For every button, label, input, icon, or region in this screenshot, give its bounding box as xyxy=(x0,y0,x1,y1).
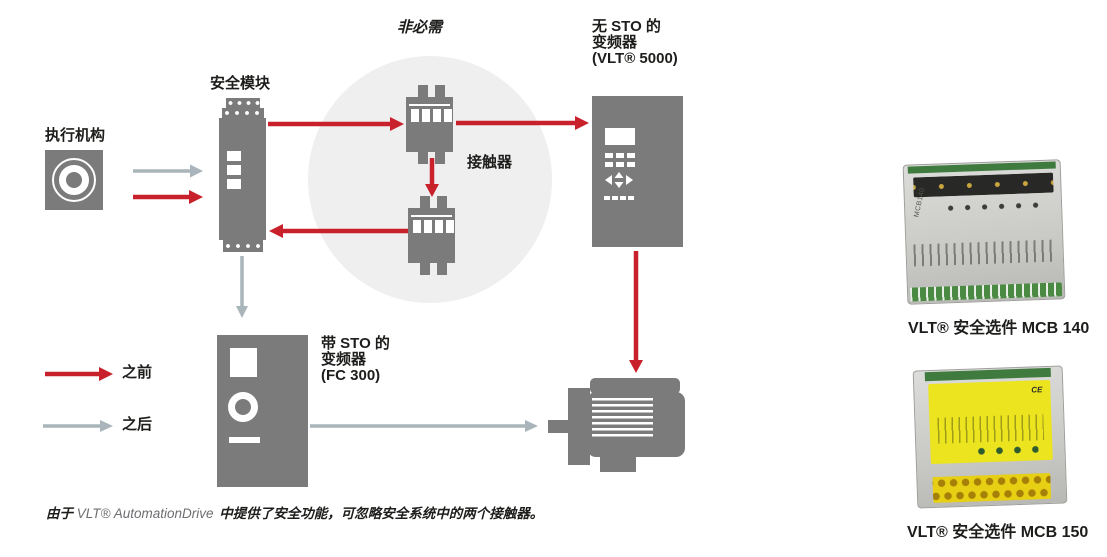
contactor-tab xyxy=(420,196,430,209)
actuator-icon xyxy=(45,150,103,210)
contactor-body xyxy=(408,208,455,263)
footnote-prefix: 由于 xyxy=(46,506,73,521)
mcb150-yellow-label: CE xyxy=(928,379,1053,465)
footnote-suffix: 中提供了安全功能，可忽略安全系统中的两个接触器。 xyxy=(219,506,544,521)
fc300-label-line3: (FC 300) xyxy=(321,367,381,384)
arrow-before-contactor1-to-contactor2 xyxy=(425,158,439,197)
module-top-connector xyxy=(226,98,260,108)
fc300-bar xyxy=(229,437,260,443)
module-top-connector-2 xyxy=(222,108,264,118)
vlt5000-label-line3: (VLT® 5000) xyxy=(592,50,678,67)
contactor-tab xyxy=(418,151,428,164)
vlt5000-label: 无 STO 的 变频器 (VLT® 5000) xyxy=(592,19,678,67)
legend-before-label: 之前 xyxy=(122,364,153,381)
arrows-layer xyxy=(43,116,643,432)
legend-after-arrow xyxy=(43,420,113,432)
module-bottom-connector xyxy=(223,240,263,252)
actuator-label: 执行机构 xyxy=(45,127,106,144)
arrow-after-module-to-fc300 xyxy=(236,256,248,318)
module-led xyxy=(227,165,241,175)
safety-module-icon xyxy=(219,98,266,252)
mcb150-label-marks xyxy=(937,414,1045,444)
legend-before-arrow xyxy=(45,367,113,381)
vlt5000-label-line2: 变频器 xyxy=(592,34,638,51)
footnote-product-name: VLT® AutomationDrive xyxy=(76,506,218,521)
drive-nav-arrows-icon xyxy=(605,172,633,188)
contactor-body xyxy=(406,97,453,152)
module-led xyxy=(227,179,241,189)
contactor-terminal xyxy=(435,220,443,233)
mcb150-terminal-block xyxy=(932,472,1052,504)
mcb150-caption: VLT® 安全选件 MCB 150 xyxy=(907,524,1089,541)
contactor-terminal xyxy=(446,220,454,233)
mcb140-photo-body: MCB140 xyxy=(902,159,1066,305)
actuator-button-ring xyxy=(59,165,89,195)
contactor-terminal xyxy=(444,109,452,122)
mcb150-photo-body: CE xyxy=(912,365,1068,509)
contactor-tab xyxy=(437,196,447,209)
contactor-terminal xyxy=(424,220,432,233)
vlt5000-label-line1: 无 STO 的 xyxy=(592,18,661,35)
contactor2-icon xyxy=(408,196,455,275)
drive-display xyxy=(605,128,635,145)
fc300-label: 带 STO 的 变频器 (FC 300) xyxy=(321,336,390,384)
contactor-tab xyxy=(435,85,445,98)
drive-keypad xyxy=(605,153,638,167)
module-body xyxy=(219,118,266,240)
not-required-label: 非必需 xyxy=(397,19,443,36)
vlt5000-drive-icon xyxy=(592,96,683,247)
drive-button-row xyxy=(604,196,634,200)
mcb140-photo: MCB140 xyxy=(902,159,1066,305)
legend-after-label: 之后 xyxy=(122,416,153,433)
mcb150-ce-mark: CE xyxy=(1031,385,1043,395)
mcb140-caption: VLT® 安全选件 MCB 140 xyxy=(908,320,1090,337)
contactor-tab xyxy=(437,262,447,275)
contactor-terminal xyxy=(422,109,430,122)
fc300-drive-icon xyxy=(217,335,308,487)
arrow-before-actuator-to-module xyxy=(133,190,203,204)
fc300-label-line2: 变频器 xyxy=(321,351,367,368)
safety-module-label: 安全模块 xyxy=(210,75,271,92)
fc300-display xyxy=(230,348,257,377)
contactor-slot-line xyxy=(411,215,452,217)
mcb150-led-row xyxy=(968,444,1039,457)
arrow-after-actuator-to-module xyxy=(133,164,203,178)
contactor-label: 接触器 xyxy=(467,154,513,171)
module-led xyxy=(227,151,241,161)
arrow-before-module-to-contactor1 xyxy=(268,117,404,131)
contactor-tab xyxy=(435,151,445,164)
contactor-tab xyxy=(420,262,430,275)
contactor-tab xyxy=(418,85,428,98)
actuator-outer-ring xyxy=(52,158,96,202)
contactor-terminal xyxy=(433,109,441,122)
fc300-label-line1: 带 STO 的 xyxy=(321,335,390,352)
arrow-after-fc300-to-motor xyxy=(310,420,538,432)
contactor-slot-line xyxy=(409,104,450,106)
motor-icon xyxy=(548,378,685,472)
arrow-before-vlt5000-to-motor xyxy=(629,251,643,373)
contactor-terminal xyxy=(413,220,421,233)
arrow-before-contactor1-to-vlt5000 xyxy=(456,116,589,130)
mcb150-photo: CE xyxy=(912,365,1068,509)
contactor1-icon xyxy=(406,85,453,164)
footnote: 由于 VLT® AutomationDrive 中提供了安全功能，可忽略安全系统… xyxy=(46,502,543,522)
contactor-terminal xyxy=(411,109,419,122)
fc300-dial-ring xyxy=(228,392,258,422)
